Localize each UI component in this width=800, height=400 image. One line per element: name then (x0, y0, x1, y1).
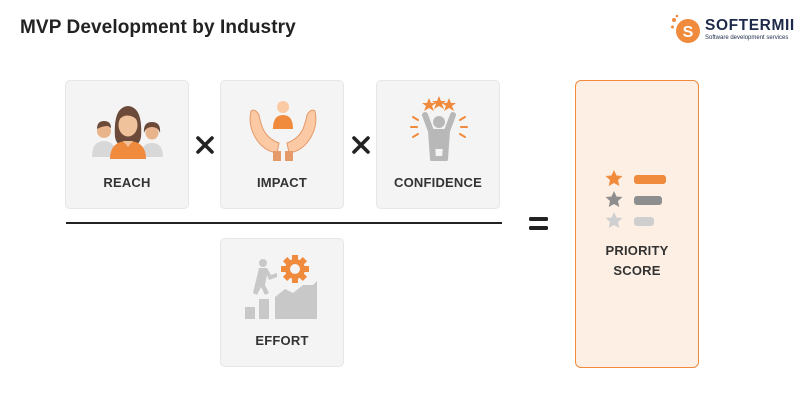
fraction-line (66, 222, 502, 224)
reach-label: REACH (103, 175, 151, 190)
people-icon (92, 106, 163, 159)
logo-name: SOFTERMII (705, 17, 795, 34)
logo-tagline: Software development services (705, 35, 789, 41)
impact-label: IMPACT (256, 175, 308, 190)
confidence-card: CONFIDENCE (376, 80, 500, 209)
effort-label: EFFORT (255, 333, 309, 348)
reach-card: REACH (65, 80, 189, 209)
page-title: MVP Development by Industry (20, 17, 296, 38)
priority-score-line1: PRIORITY (605, 243, 669, 258)
priority-score-line2: SCORE (613, 263, 661, 278)
confidence-label: CONFIDENCE (394, 175, 482, 190)
brand-logo[interactable]: S SOFTERMII Software development service… (670, 14, 794, 48)
hands-person-icon (249, 101, 317, 161)
climb-gear-icon (245, 255, 317, 319)
cheering-stars-icon (410, 96, 468, 161)
multiply-icon (196, 136, 214, 154)
logo-s-icon: S (671, 14, 700, 43)
ranked-stars-icon (605, 170, 666, 228)
effort-card: EFFORT (220, 238, 344, 367)
equals-icon (529, 217, 548, 230)
svg-text:S: S (683, 24, 694, 41)
multiply-icon (352, 136, 370, 154)
priority-score-card: PRIORITY SCORE (575, 80, 699, 368)
impact-card: IMPACT (220, 80, 344, 209)
priority-score-label: PRIORITY SCORE (576, 241, 698, 281)
